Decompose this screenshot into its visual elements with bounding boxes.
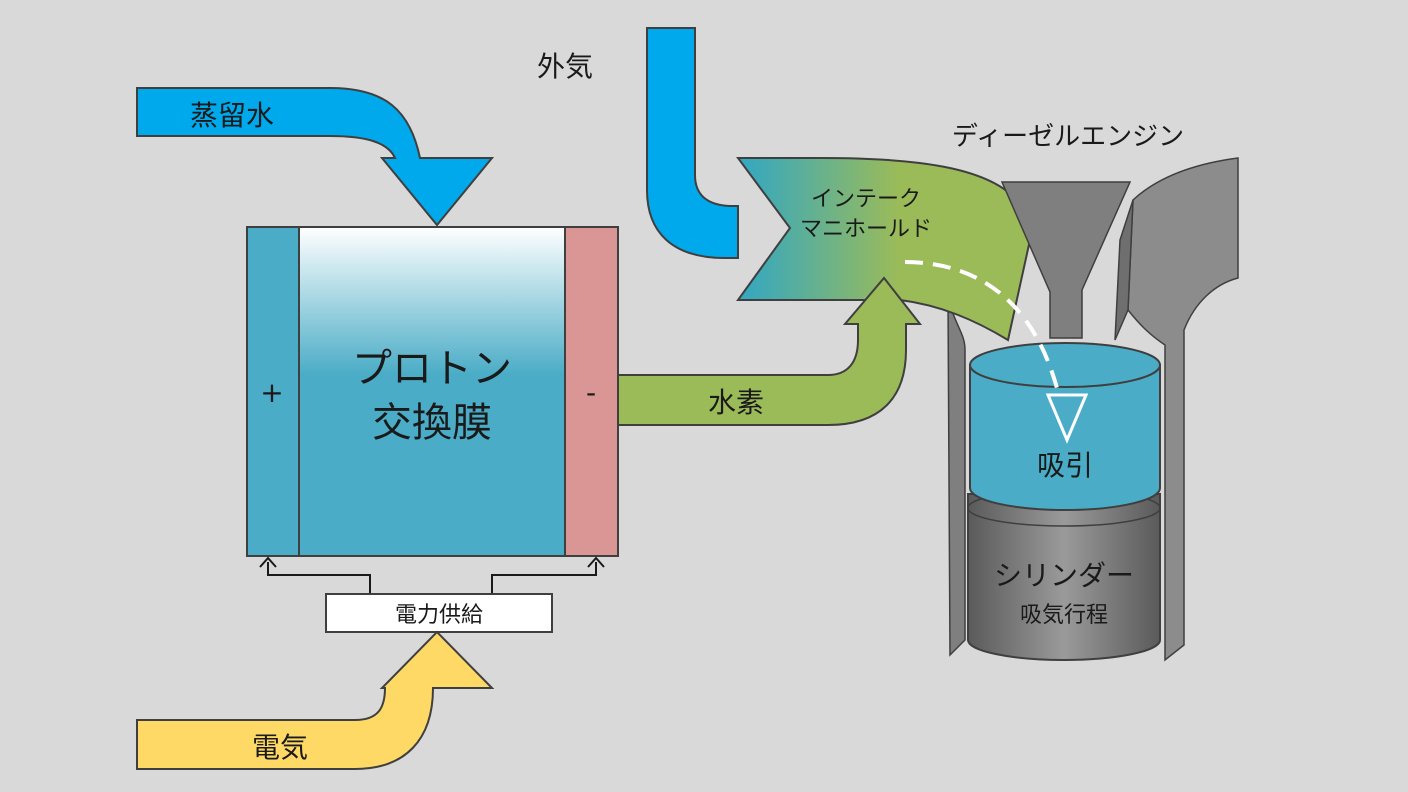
distilled-water-label: 蒸留水 [190,99,274,132]
plus-sign: + [260,376,283,409]
engine-inner-divider [1114,199,1134,341]
intake-manifold-label-line1: インテーク [811,187,921,212]
power-supply-label: 電力供給 [395,603,483,628]
electricity-label: 電気 [252,731,308,764]
intake-flow-arrowhead [1045,393,1089,444]
cylinder: 吸引 シリンダー 吸気行程 [967,342,1161,661]
cylinder-label: シリンダー [994,559,1134,592]
intake-stroke-label: 吸気行程 [1020,603,1108,628]
pem-membrane [298,226,566,557]
power-supply-box [325,593,553,633]
anode-plate [246,226,300,557]
cylinder-top [969,342,1161,388]
intake-label: 吸引 [1037,449,1093,482]
outside-air-label: 外気 [537,50,593,83]
hydrogen-arrow [617,276,923,426]
hydrogen-label: 水素 [708,386,764,419]
engine-left-wall [947,299,966,657]
cylinder-lower-body [967,493,1161,661]
diesel-engine-label: ディーゼルエンジン [952,122,1184,152]
outside-air-arrow [646,27,739,259]
electricity-arrow [136,630,495,770]
injector-valve [1000,181,1132,339]
minus-sign: - [586,376,596,409]
pem-label-line1: プロトン [352,346,512,392]
cathode-plate [564,226,619,557]
pem-cell: + - プロトン 交換膜 [246,226,619,557]
power-wiring [259,556,605,594]
intake-flow-dashed [904,260,1060,393]
intake-manifold-label-line2: マニホールド [800,217,932,242]
distilled-water-arrow [136,87,495,227]
engine-housing [947,157,1239,662]
pem-label-line2: 交換膜 [372,400,492,446]
engine-right-wall [1127,157,1239,662]
